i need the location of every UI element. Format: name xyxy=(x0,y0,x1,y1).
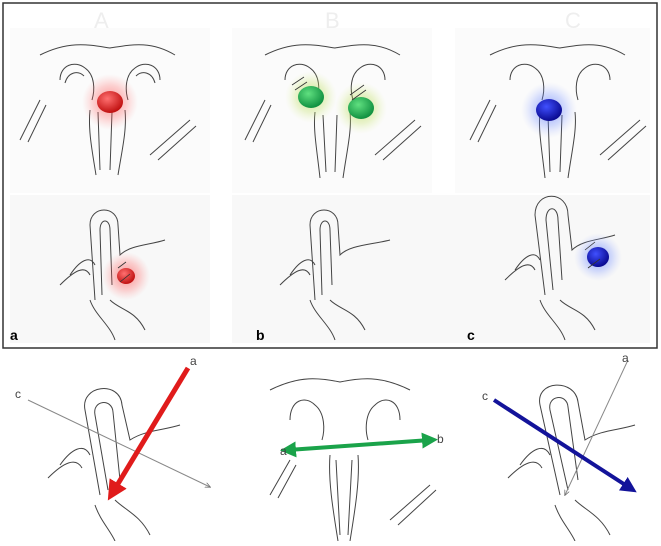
panel-label-b: b xyxy=(256,327,265,343)
marker-mid-c xyxy=(574,233,622,281)
axis-label-c-left: c xyxy=(15,387,21,401)
top-frame xyxy=(2,2,658,349)
ghost-letter-c: C xyxy=(565,8,581,33)
marker-top-b xyxy=(285,71,387,134)
axis-line-a-right xyxy=(565,359,629,495)
sagittal-sketch-bottom-left xyxy=(47,388,181,542)
green-arrow xyxy=(280,432,438,458)
ghost-letter-b: B xyxy=(325,8,340,33)
panel-label-a: a xyxy=(10,327,18,343)
panel-label-c: c xyxy=(467,327,475,343)
blue-arrow xyxy=(492,398,637,493)
sagittal-sketch-bottom-right xyxy=(507,384,636,542)
ghost-letter-a: A xyxy=(94,8,109,33)
sagittal-sketch-a xyxy=(59,209,166,341)
marker-top-c xyxy=(521,82,577,138)
marker-top-a xyxy=(82,74,138,130)
axis-label-a-left: a xyxy=(190,354,197,368)
axis-label-b-mid: b xyxy=(437,432,444,446)
red-arrow xyxy=(107,366,191,501)
marker-mid-a xyxy=(102,252,150,300)
sagittal-sketch-b xyxy=(279,209,391,341)
coronal-sketch-bottom-mid xyxy=(269,378,437,542)
axis-label-c-right: c xyxy=(482,389,488,403)
axis-line-c xyxy=(27,399,210,487)
axis-label-a-mid: a xyxy=(280,444,287,458)
axis-label-a-right: a xyxy=(622,351,629,365)
